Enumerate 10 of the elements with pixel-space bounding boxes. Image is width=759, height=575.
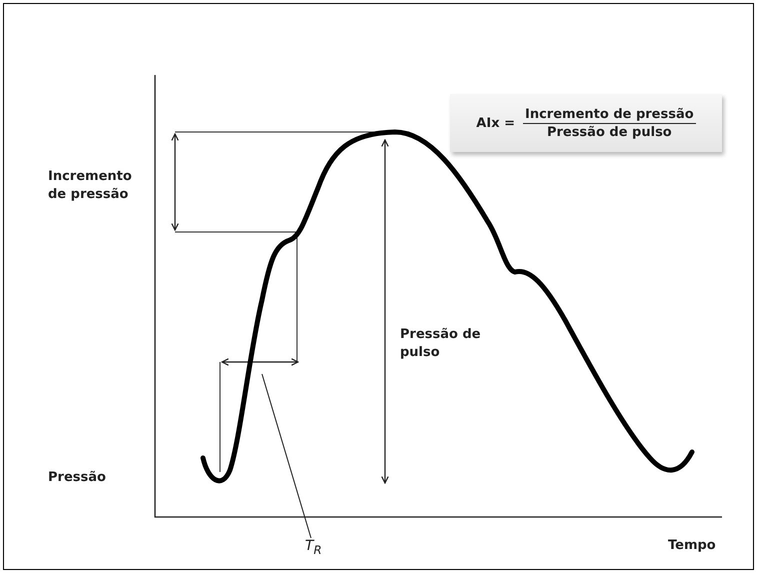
formula-lhs: AIx = xyxy=(476,116,515,130)
y-axis-label: Pressão xyxy=(48,469,107,487)
formula-denominator: Pressão de pulso xyxy=(546,124,673,140)
formula-numerator: Incremento de pressão xyxy=(523,106,696,124)
axis-marker-label: T$_{R}$ xyxy=(305,538,322,557)
formula-box xyxy=(450,94,722,152)
leader-line xyxy=(262,374,312,538)
axis-annotation: Incremento de pressão xyxy=(48,168,133,204)
x-axis-label: Tempo xyxy=(668,537,717,555)
axis-annotation: Pressão de pulso xyxy=(400,326,482,362)
